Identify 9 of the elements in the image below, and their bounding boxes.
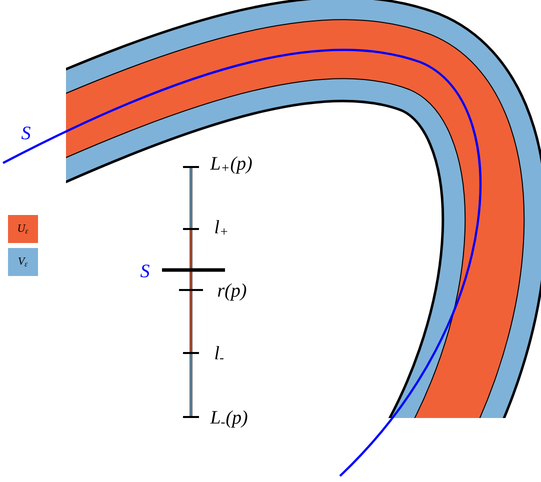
math-label: l$_{+}$ <box>215 220 228 235</box>
legend-key: U$_{ε}$ <box>8 215 38 243</box>
math-label: L$_{-}$(p) <box>210 410 248 428</box>
math-label: S <box>140 264 150 278</box>
legend-key: V$_{ε}$ <box>8 248 38 276</box>
math-label: l$_{-}$ <box>215 346 224 360</box>
math-label: S <box>21 126 30 140</box>
math-label: r(p) <box>218 283 246 301</box>
math-label: L$_{+}$(p) <box>210 156 252 174</box>
